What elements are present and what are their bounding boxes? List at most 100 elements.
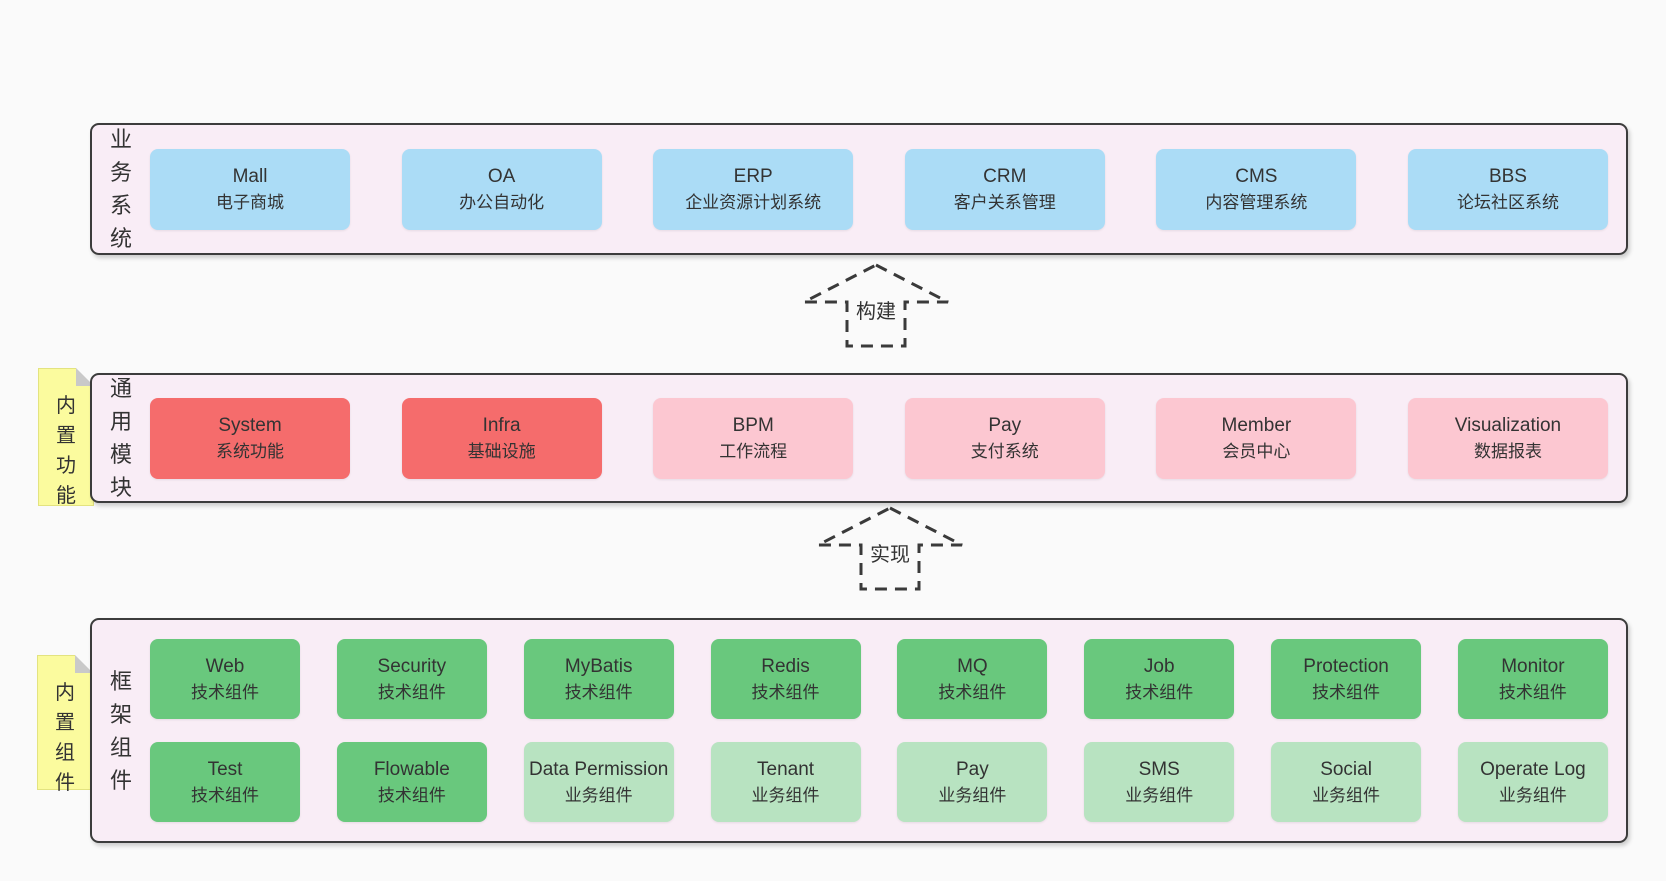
- box-mq: MQ 技术组件: [897, 639, 1048, 719]
- box-name: BBS: [1488, 165, 1527, 187]
- box-name: Visualization: [1454, 414, 1562, 436]
- sticky-note-builtin-components: 内置组件: [37, 655, 93, 794]
- box-desc: 技术组件: [938, 682, 1007, 702]
- arrow-label: 实现: [866, 537, 914, 568]
- box-operate-log: Operate Log 业务组件: [1457, 742, 1608, 822]
- box-desc: 论坛社区系统: [1456, 192, 1559, 212]
- arrow-label: 构建: [852, 294, 900, 325]
- up-arrow-icon: [803, 263, 949, 348]
- box-name: OA: [487, 165, 516, 187]
- box-desc: 基础设施: [467, 441, 536, 461]
- box-name: Job: [1143, 655, 1175, 677]
- box-row: System 系统功能 Infra 基础设施 BPM 工作流程 Pay 支付系统…: [150, 397, 1608, 479]
- box-desc: 技术组件: [377, 682, 446, 702]
- build-arrow-icon: 构建: [801, 262, 951, 350]
- folded-corner-icon: [75, 655, 93, 673]
- box-name: Protection: [1303, 655, 1389, 677]
- box-name: CMS: [1235, 165, 1278, 187]
- box-desc: 数据报表: [1473, 441, 1542, 461]
- box-name: Redis: [761, 655, 810, 677]
- box-row: Mall 电子商城 OA 办公自动化 ERP 企业资源计划系统 CRM 客户关系…: [150, 148, 1608, 230]
- panel-label-framework-components: 框架组件: [92, 620, 150, 841]
- panel-label-text: 框架组件: [109, 668, 132, 793]
- box-desc: 业务组件: [1498, 785, 1567, 805]
- box-name: Infra: [482, 414, 521, 436]
- box-visualization: Visualization 数据报表: [1407, 397, 1608, 479]
- box-row: Test 技术组件 Flowable 技术组件 Data Permission …: [150, 742, 1608, 822]
- panel-label-common-modules: 通用模块: [92, 375, 150, 501]
- box-desc: 技术组件: [1498, 682, 1567, 702]
- box-name: Pay: [956, 758, 989, 780]
- box-desc: 业务组件: [938, 785, 1007, 805]
- folded-corner-icon: [76, 368, 94, 386]
- box-monitor: Monitor 技术组件: [1457, 639, 1608, 719]
- box-desc: 技术组件: [191, 682, 259, 702]
- box-member: Member 会员中心: [1156, 397, 1357, 479]
- box-name: MQ: [957, 655, 988, 677]
- box-system: System 系统功能: [150, 397, 350, 479]
- box-protection: Protection 技术组件: [1271, 639, 1422, 719]
- box-infra: Infra 基础设施: [401, 397, 602, 479]
- box-oa: OA 办公自动化: [401, 148, 602, 230]
- implement-arrow-icon: 实现: [815, 505, 965, 593]
- box-mall: Mall 电子商城: [150, 148, 350, 230]
- box-desc: 电子商城: [216, 192, 284, 212]
- box-name: Pay: [988, 414, 1022, 436]
- sticky-note-text: 内置组件: [55, 682, 75, 794]
- box-tenant: Tenant 业务组件: [710, 742, 861, 822]
- sticky-note-text: 内置功能: [56, 395, 76, 507]
- box-name: Social: [1320, 758, 1372, 780]
- box-desc: 工作流程: [719, 441, 788, 461]
- box-desc: 内容管理系统: [1205, 192, 1308, 212]
- panel-common-modules: 通用模块 System 系统功能 Infra 基础设施 BPM 工作流程 Pay: [90, 373, 1628, 503]
- box-desc: 支付系统: [970, 441, 1039, 461]
- box-data-permission: Data Permission 业务组件: [523, 742, 674, 822]
- box-name: System: [218, 414, 282, 436]
- box-mybatis: MyBatis 技术组件: [523, 639, 674, 719]
- box-desc: 业务组件: [751, 785, 820, 805]
- box-desc: 技术组件: [377, 785, 446, 805]
- box-flowable: Flowable 技术组件: [336, 742, 487, 822]
- box-name: Member: [1221, 414, 1292, 436]
- box-desc: 办公自动化: [459, 192, 545, 212]
- box-pay-system: Pay 支付系统: [904, 397, 1105, 479]
- panel-label-text: 业务系统: [109, 127, 132, 251]
- box-desc: 业务组件: [1312, 785, 1381, 805]
- box-desc: 技术组件: [191, 785, 259, 805]
- box-name: Security: [377, 655, 447, 677]
- box-crm: CRM 客户关系管理: [904, 148, 1105, 230]
- box-name: Flowable: [373, 758, 450, 780]
- panel-label-text: 通用模块: [109, 376, 132, 500]
- box-name: ERP: [733, 165, 773, 187]
- box-desc: 业务组件: [1125, 785, 1194, 805]
- sticky-note-builtin-features: 内置功能: [38, 368, 94, 507]
- box-web: Web 技术组件: [150, 639, 300, 719]
- box-name: Monitor: [1501, 655, 1565, 677]
- box-security: Security 技术组件: [336, 639, 487, 719]
- box-name: Test: [207, 758, 243, 780]
- box-sms: SMS 业务组件: [1084, 742, 1235, 822]
- box-desc: 系统功能: [216, 441, 284, 461]
- box-desc: 客户关系管理: [953, 192, 1056, 212]
- box-redis: Redis 技术组件: [710, 639, 861, 719]
- box-name: Data Permission: [528, 758, 669, 780]
- box-name: MyBatis: [564, 655, 633, 677]
- panel-framework-components: 框架组件 Web 技术组件 Security 技术组件 MyBatis 技术组件…: [90, 618, 1628, 843]
- box-bbs: BBS 论坛社区系统: [1407, 148, 1608, 230]
- box-desc: 技术组件: [564, 682, 633, 702]
- box-name: CRM: [983, 165, 1027, 187]
- panel-label-business-systems: 业务系统: [92, 125, 150, 253]
- box-row: Web 技术组件 Security 技术组件 MyBatis 技术组件 Redi…: [150, 639, 1608, 719]
- box-pay-component: Pay 业务组件: [897, 742, 1048, 822]
- box-name: SMS: [1138, 758, 1180, 780]
- box-test: Test 技术组件: [150, 742, 300, 822]
- box-desc: 技术组件: [751, 682, 820, 702]
- box-cms: CMS 内容管理系统: [1156, 148, 1357, 230]
- box-desc: 技术组件: [1312, 682, 1381, 702]
- box-job: Job 技术组件: [1084, 639, 1235, 719]
- box-name: Operate Log: [1480, 758, 1586, 780]
- panel-business-systems: 业务系统 Mall 电子商城 OA 办公自动化 ERP 企业资源计划系统 CRM: [90, 123, 1628, 255]
- panel-body: System 系统功能 Infra 基础设施 BPM 工作流程 Pay 支付系统…: [150, 375, 1626, 501]
- up-arrow-icon: [817, 506, 963, 591]
- box-name: BPM: [732, 414, 774, 436]
